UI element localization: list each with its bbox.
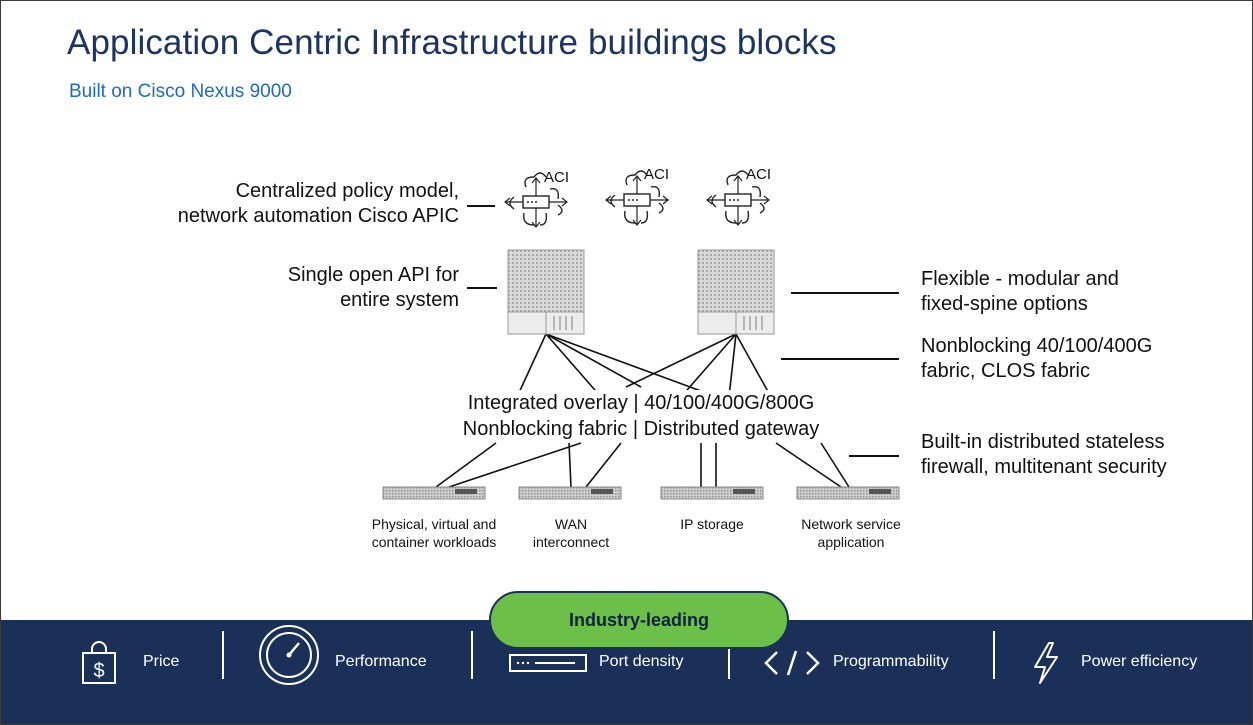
footer-label-performance: Performance bbox=[335, 653, 427, 670]
footer-divider bbox=[471, 631, 473, 679]
footer-label-power: Power efficiency bbox=[1081, 653, 1198, 670]
fabric-description: Integrated overlay | 40/100/400G/800G No… bbox=[406, 390, 876, 442]
leaf-switch-3 bbox=[660, 486, 764, 500]
network-diagram: ACI ACI ACI bbox=[382, 166, 900, 500]
page-subtitle: Built on Cisco Nexus 9000 bbox=[69, 81, 292, 102]
svg-text:$: $ bbox=[93, 660, 104, 682]
footer-label-port-density: Port density bbox=[599, 653, 684, 670]
label-spine-options: Flexible - modular and fixed-spine optio… bbox=[921, 268, 1119, 315]
lightning-bolt-icon bbox=[1034, 642, 1058, 684]
shopping-bag-dollar-icon: $ bbox=[82, 641, 116, 684]
footer-divider bbox=[728, 631, 730, 679]
switch-ports-icon bbox=[509, 654, 587, 672]
label-fabric: Nonblocking 40/100/400G fabric, CLOS fab… bbox=[921, 335, 1153, 382]
label-policy-model: Centralized policy model, network automa… bbox=[177, 180, 459, 227]
aci-label-1: ACI bbox=[544, 169, 569, 186]
leaf-switch-4 bbox=[796, 486, 900, 500]
aci-label-3: ACI bbox=[746, 166, 771, 183]
industry-leading-badge: Industry-leading bbox=[489, 591, 789, 649]
speedometer-icon bbox=[259, 625, 319, 685]
label-open-api: Single open API for entire system bbox=[287, 264, 459, 311]
page-title: Application Centric Infrastructure build… bbox=[67, 23, 837, 62]
leaf-label-storage: IP storage bbox=[680, 516, 744, 532]
footer-label-programmability: Programmability bbox=[833, 653, 949, 670]
leaf-switch-1 bbox=[382, 486, 486, 500]
spine-switch-1 bbox=[507, 249, 585, 335]
fabric-links bbox=[435, 333, 850, 488]
label-firewall: Built-in distributed stateless firewall,… bbox=[921, 431, 1167, 478]
footer-label-price: Price bbox=[143, 653, 180, 670]
code-brackets-icon bbox=[764, 650, 820, 676]
footer-divider bbox=[222, 631, 224, 679]
leaf-switch-2 bbox=[518, 486, 622, 500]
aci-label-2: ACI bbox=[644, 166, 669, 183]
footer-divider bbox=[993, 631, 995, 679]
spine-switch-2 bbox=[697, 249, 775, 335]
